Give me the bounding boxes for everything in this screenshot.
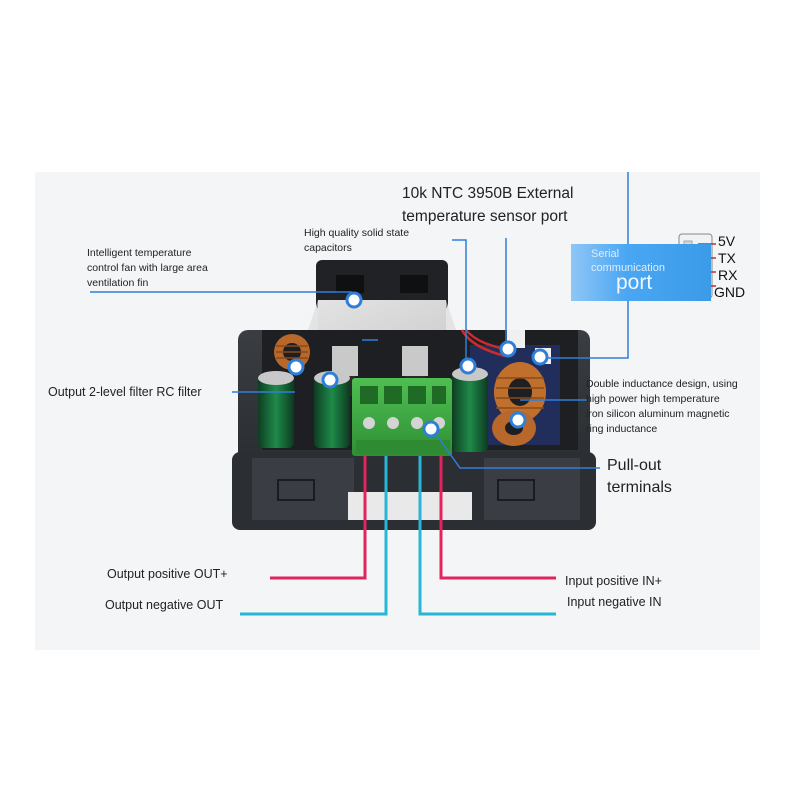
filter-label: Output 2-level filter RC filter: [48, 385, 202, 399]
serial-port-label: port: [616, 271, 653, 294]
pin-rx-label: RX: [718, 267, 738, 283]
terminal-block: [352, 378, 452, 456]
capacitors-label: High quality solid state capacitors: [304, 227, 410, 254]
serial-port-badge: Serial communication port: [571, 244, 711, 301]
pin-5v-label: 5V: [718, 233, 736, 249]
callout-lines: [90, 172, 629, 469]
inductance-label: Double inductance design, using high pow…: [586, 378, 738, 435]
terminals-label: Pull-out terminals: [607, 457, 672, 496]
ntc-sensor-label: 10k NTC 3950B External temperature senso…: [402, 185, 574, 225]
pin-tx-label: TX: [718, 250, 736, 266]
inductor-right: [492, 362, 546, 446]
output-positive-label: Output positive OUT+: [107, 567, 228, 581]
output-negative-label: Output negative OUT: [105, 598, 224, 612]
pin-gnd-label: GND: [714, 284, 746, 300]
fan-label: Intelligent temperature control fan with…: [87, 247, 208, 289]
input-positive-label: Input positive IN+: [565, 574, 662, 588]
serial-label-line1: Serial: [591, 248, 620, 260]
serial-label-line2: communication: [591, 262, 665, 274]
input-negative-label: Input negative IN: [567, 595, 662, 609]
wiring-leads: [240, 456, 556, 616]
capacitors: [258, 367, 488, 452]
callout-dots: [287, 291, 549, 438]
